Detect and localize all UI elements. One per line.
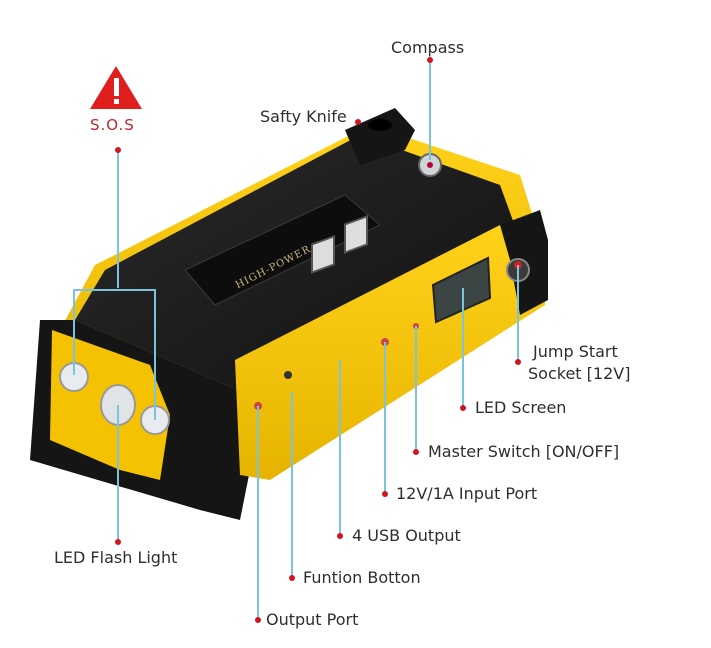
led-flash-label: LED Flash Light: [54, 548, 178, 567]
sos-label: S.O.S: [90, 116, 135, 134]
compass-label: Compass: [391, 38, 465, 57]
safety-knife-label: Safty Knife: [260, 107, 347, 126]
leader-lines: [73, 60, 519, 620]
jump-start-label-line1: Jump Start: [533, 342, 618, 361]
master-switch-label: Master Switch [ON/OFF]: [428, 442, 620, 461]
output-port-label: Output Port: [266, 610, 359, 629]
usb-output-label: 4 USB Output: [352, 526, 461, 545]
callout-dots: [115, 57, 521, 623]
warning-triangle-icon: [90, 66, 142, 109]
jump-start-label-line2: Socket [12V]: [528, 364, 631, 383]
input-port-label: 12V/1A Input Port: [396, 484, 538, 503]
led-screen-label: LED Screen: [475, 398, 567, 417]
device-body: [30, 108, 548, 520]
function-button-label: Funtion Botton: [303, 568, 421, 587]
